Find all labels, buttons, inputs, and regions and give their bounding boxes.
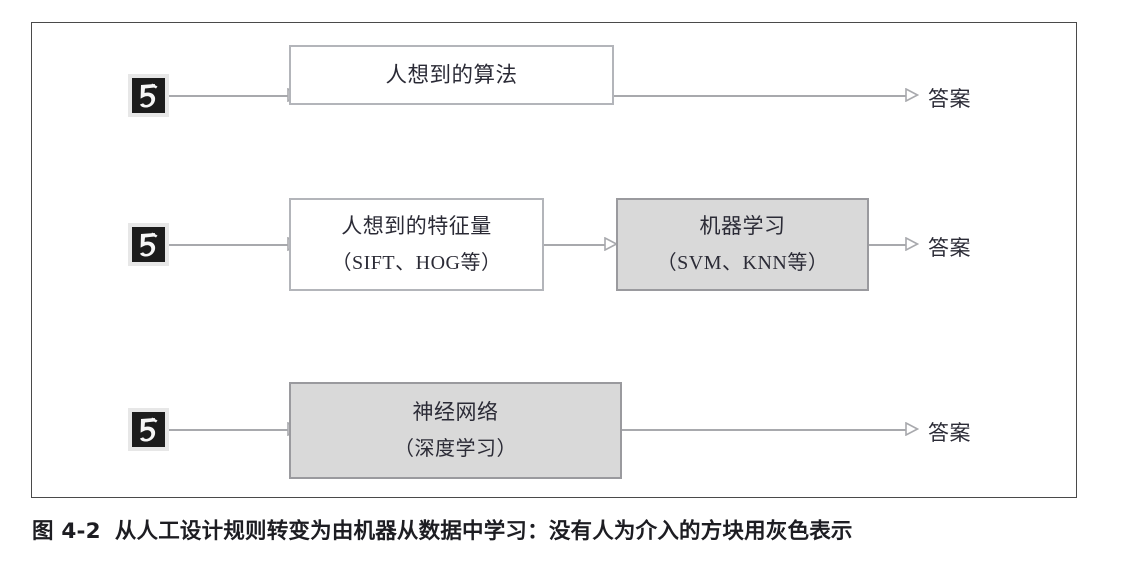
output-label-answer: 答案 xyxy=(928,87,971,111)
handwritten-digit-5-icon xyxy=(128,408,169,451)
figure-caption-number: 图 4-2 xyxy=(32,519,101,544)
connector-input-to-neural-network xyxy=(169,428,289,431)
digit-image-canvas xyxy=(132,412,165,447)
box-label-line1: 人想到的算法 xyxy=(385,62,518,87)
connector-input-to-human-algorithm xyxy=(169,94,289,97)
connector-neural-network-to-answer xyxy=(622,428,907,431)
connector-input-to-human-features xyxy=(169,243,289,246)
digit-image-canvas xyxy=(132,227,165,262)
box-label-line2: （SIFT、HOG等） xyxy=(331,251,502,274)
figure-caption: 图 4-2 从人工设计规则转变为由机器从数据中学习：没有人为介入的方块用灰色表示 xyxy=(32,514,853,545)
connector-human-algorithm-to-answer xyxy=(614,94,907,97)
output-label-answer: 答案 xyxy=(928,421,971,445)
handwritten-digit-5-icon xyxy=(128,223,169,266)
digit-image-canvas xyxy=(132,78,165,113)
process-box-machine-learning[interactable]: 机器学习 （SVM、KNN等） xyxy=(616,198,869,291)
box-label-line2: （SVM、KNN等） xyxy=(656,251,829,274)
process-box-human-algorithm[interactable]: 人想到的算法 xyxy=(289,45,614,105)
box-label-line1: 人想到的特征量 xyxy=(341,213,492,238)
output-label-answer: 答案 xyxy=(928,236,971,260)
figure-frame: 人想到的算法 答案 人想到的特征量 （ xyxy=(31,22,1077,498)
connector-human-features-to-machine-learning xyxy=(544,243,606,246)
process-box-neural-network[interactable]: 神经网络 （深度学习） xyxy=(289,382,622,479)
figure-caption-text: 从人工设计规则转变为由机器从数据中学习：没有人为介入的方块用灰色表示 xyxy=(114,519,853,544)
connector-machine-learning-to-answer xyxy=(869,243,907,246)
process-box-human-features[interactable]: 人想到的特征量 （SIFT、HOG等） xyxy=(289,198,544,291)
handwritten-digit-5-icon xyxy=(128,74,169,117)
box-label-line1: 机器学习 xyxy=(699,213,786,238)
box-label-line1: 神经网络 xyxy=(412,399,499,424)
box-label-line2: （深度学习） xyxy=(394,437,517,460)
